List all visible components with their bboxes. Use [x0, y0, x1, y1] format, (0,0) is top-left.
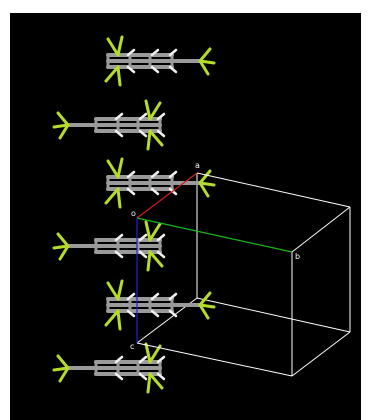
fluorine-bond-5 — [116, 279, 124, 301]
fluorine-bond-3 — [198, 59, 210, 76]
hydrogen-bond-top-0 — [126, 48, 136, 57]
fluorine-bond-2 — [52, 123, 70, 129]
fluorine-bond-1 — [198, 47, 212, 63]
fluorine-bond-3 — [198, 181, 210, 198]
fluorine-bond-6 — [148, 372, 164, 390]
molecule-2 — [52, 99, 166, 151]
axis-a-line — [136, 172, 198, 219]
fluorine-bond-1 — [198, 169, 212, 185]
hydrogen-bond-top-2 — [168, 170, 178, 179]
fluorine-bond-7 — [146, 250, 152, 272]
hydrogen-bond-bottom-0 — [114, 129, 124, 138]
fluorine-bond-4 — [106, 37, 120, 57]
hydrogen-bond-bottom-2 — [168, 65, 178, 74]
fluorine-bond-3 — [58, 123, 70, 140]
molecules-layer — [52, 35, 216, 394]
fluorine-bond-2 — [52, 244, 70, 250]
hydrogen-bond-bottom-1 — [138, 129, 148, 138]
hydrogen-bond-bottom-2 — [156, 129, 166, 138]
hydrogen-bond-bottom-0 — [114, 372, 124, 381]
hydrogen-bond-top-2 — [156, 233, 166, 242]
fluorine-bond-1 — [56, 232, 70, 248]
hydrogen-bond-top-0 — [114, 233, 124, 242]
cell-edge-back-1 — [196, 297, 351, 333]
viewer-background — [10, 13, 361, 420]
molecule-5 — [104, 279, 216, 331]
hydrogen-bond-top-1 — [138, 112, 148, 121]
fluorine-bond-7 — [146, 129, 152, 151]
fluorine-bond-4 — [106, 281, 120, 301]
fluorine-bond-4 — [148, 101, 162, 121]
hydrogen-bond-bottom-0 — [126, 309, 136, 318]
fluorine-bond-5 — [144, 342, 152, 364]
fluorine-bond-5 — [144, 220, 152, 242]
hydrogen-bond-top-1 — [138, 355, 148, 364]
fluorine-bond-6 — [148, 129, 164, 147]
hydrogen-bond-bottom-2 — [168, 309, 178, 318]
fluorine-bond-3 — [198, 303, 210, 320]
fluorine-bond-3 — [58, 366, 70, 383]
hydrogen-bond-top-0 — [114, 112, 124, 121]
hydrogen-bond-bottom-1 — [150, 187, 160, 196]
fluorine-bond-7 — [116, 65, 122, 87]
molecule-6 — [52, 342, 166, 394]
cell-edge-0 — [196, 172, 351, 208]
hydrogen-bond-bottom-1 — [138, 372, 148, 381]
hydrogen-bond-bottom-2 — [156, 372, 166, 381]
hydrogen-bond-bottom-1 — [150, 65, 160, 74]
origin-label: o — [131, 209, 136, 218]
fluorine-bond-6 — [148, 250, 164, 268]
fluorine-bond-3 — [58, 244, 70, 261]
axis-b-label: b — [295, 252, 300, 261]
hydrogen-bond-bottom-0 — [126, 65, 136, 74]
hydrogen-bond-top-1 — [150, 170, 160, 179]
crystal-structure-canvas: o a b c — [10, 13, 361, 420]
hydrogen-bond-bottom-0 — [114, 250, 124, 259]
hydrogen-bond-bottom-1 — [150, 309, 160, 318]
fluorine-bond-4 — [106, 159, 120, 179]
fluorine-bond-6 — [104, 187, 120, 205]
cell-edge-5 — [136, 342, 293, 377]
fluorine-bond-5 — [116, 35, 124, 57]
axis-c-label: c — [130, 342, 134, 351]
crystal-structure-viewer[interactable]: o a b c — [10, 13, 361, 420]
fluorine-bond-7 — [146, 372, 152, 394]
fluorine-bond-5 — [116, 157, 124, 179]
hydrogen-bond-top-1 — [150, 48, 160, 57]
fluorine-bond-4 — [148, 344, 162, 364]
cell-edge-1 — [291, 206, 351, 253]
fluorine-bond-1 — [56, 111, 70, 127]
fluorine-bond-1 — [198, 291, 212, 307]
fluorine-bond-2 — [52, 366, 70, 372]
fluorine-bond-1 — [56, 354, 70, 370]
fluorine-bond-2 — [198, 59, 216, 65]
fluorine-bond-6 — [104, 65, 120, 83]
hydrogen-bond-top-0 — [126, 170, 136, 179]
molecule-1 — [104, 35, 216, 87]
cell-edge-4 — [291, 331, 351, 377]
hydrogen-bond-top-2 — [168, 48, 178, 57]
fluorine-bond-2 — [198, 303, 216, 309]
hydrogen-bond-bottom-2 — [156, 250, 166, 259]
fluorine-bond-7 — [116, 309, 122, 331]
molecule-4 — [52, 220, 166, 272]
hydrogen-bond-top-0 — [114, 355, 124, 364]
fluorine-bond-4 — [148, 222, 162, 242]
hydrogen-bond-bottom-1 — [138, 250, 148, 259]
fluorine-bond-5 — [144, 99, 152, 121]
fluorine-bond-6 — [104, 309, 120, 327]
fluorine-bond-2 — [198, 181, 216, 187]
hydrogen-bond-top-2 — [156, 355, 166, 364]
hydrogen-bond-top-0 — [126, 292, 136, 301]
hydrogen-bond-top-2 — [156, 112, 166, 121]
hydrogen-bond-top-1 — [150, 292, 160, 301]
hydrogen-bond-top-2 — [168, 292, 178, 301]
fluorine-bond-7 — [116, 187, 122, 209]
axis-b-line — [136, 217, 293, 253]
unit-cell-front-edges — [136, 172, 351, 377]
molecule-3 — [104, 157, 216, 209]
axis-a-label: a — [195, 161, 200, 170]
hydrogen-bond-top-1 — [138, 233, 148, 242]
hydrogen-bond-bottom-0 — [126, 187, 136, 196]
